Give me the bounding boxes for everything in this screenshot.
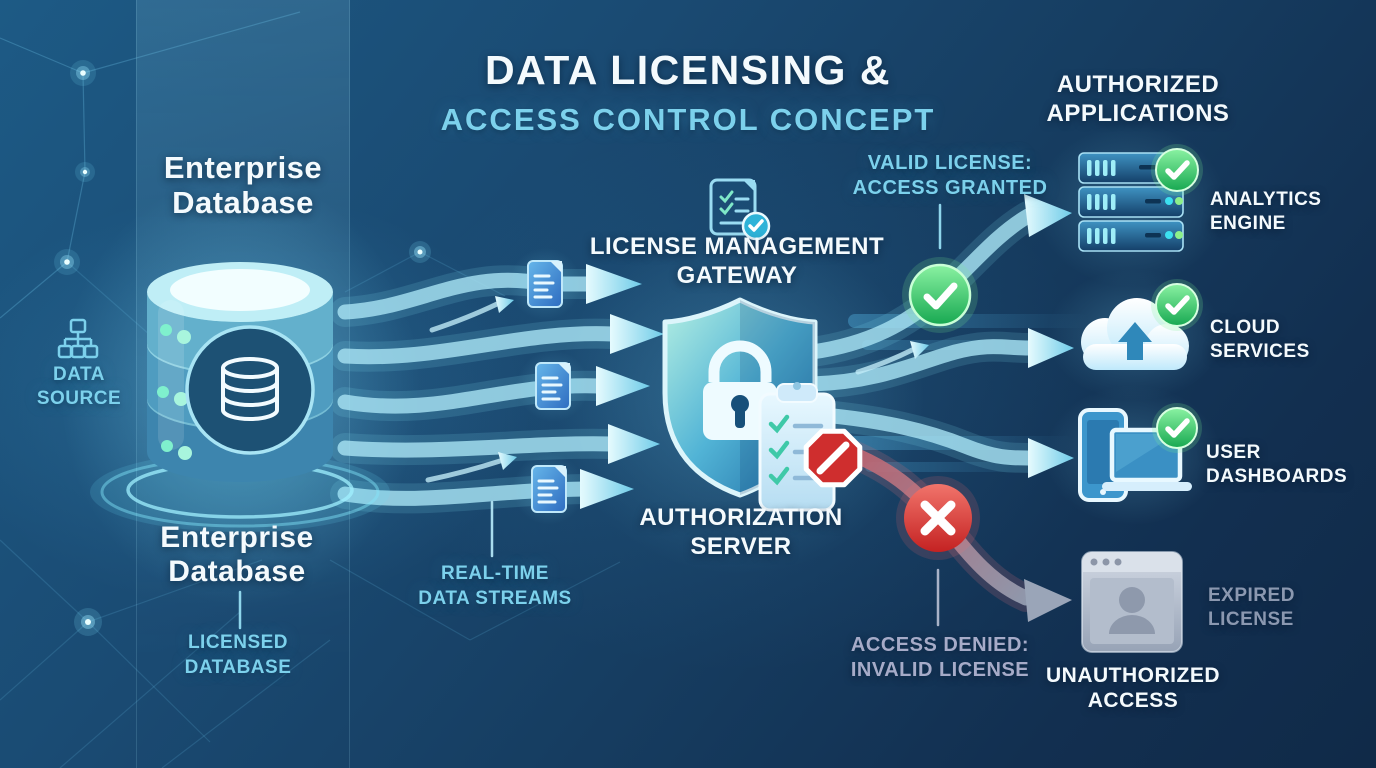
network-lines-decoration — [0, 11, 621, 768]
enterprise-database-caption: Enterprise Database — [160, 521, 314, 588]
title-line2: ACCESS CONTROL CONCEPT — [440, 102, 936, 137]
cloud-upload-icon — [1081, 298, 1189, 370]
realtime-streams-label: REAL-TIME DATA STREAMS — [418, 563, 572, 609]
authorization-server-label: AUTHORIZATION SERVER — [639, 504, 843, 560]
valid-license-label: VALID LICENSE: ACCESS GRANTED — [852, 152, 1048, 199]
check-icon — [1151, 279, 1203, 331]
sitemap-icon — [57, 318, 99, 359]
gateway-title: LICENSE MANAGEMENT GATEWAY — [589, 233, 885, 289]
analytics-engine-label: ANALYTICS ENGINE — [1210, 189, 1322, 234]
authorized-applications-title: AUTHORIZED APPLICATIONS — [1046, 71, 1230, 127]
expired-license-label: EXPIRED LICENSE — [1208, 585, 1295, 630]
cloud-services-label: CLOUD SERVICES — [1210, 317, 1310, 362]
enterprise-database-title: Enterprise Database — [163, 150, 323, 221]
valid-license-check-icon — [902, 257, 978, 333]
network-node-glows — [54, 60, 431, 636]
check-icon — [1151, 144, 1203, 196]
access-denied-label: ACCESS DENIED: INVALID LICENSE — [850, 634, 1030, 681]
access-denied-x-icon — [896, 476, 980, 560]
licensed-database-label: LICENSED DATABASE — [184, 632, 292, 678]
data-source-label: DATA SOURCE — [36, 364, 122, 409]
document-stream-icons — [509, 248, 589, 525]
document-stream-icon — [517, 350, 589, 422]
document-stream-icon — [509, 248, 581, 320]
phone-laptop-icon — [1078, 408, 1192, 502]
user-dashboards-label: USER DASHBOARDS — [1206, 442, 1348, 487]
document-stream-icon — [513, 453, 585, 525]
unauthorized-access-label: UNAUTHORIZED ACCESS — [1046, 664, 1220, 713]
database-badge-icon — [185, 325, 315, 455]
no-entry-icon — [803, 428, 863, 488]
license-document-check-icon — [709, 178, 771, 241]
database-cylinder-icon — [90, 262, 390, 532]
browser-user-icon — [1081, 551, 1183, 653]
title-line1: DATA LICENSING & — [485, 47, 891, 93]
check-icon — [1152, 403, 1202, 453]
